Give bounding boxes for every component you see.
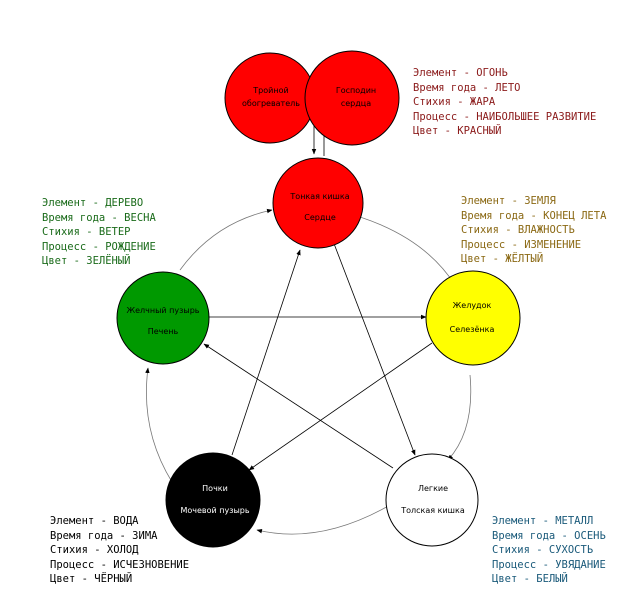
info-wood-line-1: Элемент - ДЕРЕВО <box>42 197 144 209</box>
gallbladder-label-1: Желчный пузырь <box>127 306 200 315</box>
small-intestine-circle <box>272 157 364 249</box>
triple-heater-label-1: Тройной <box>252 86 288 95</box>
info-water-line-5: Цвет - ЧЁРНЫЙ <box>50 573 133 585</box>
lungs-label-1: Легкие <box>418 484 448 493</box>
arc-earth-to-metal <box>447 374 472 461</box>
info-fire-line-4: Процесс - НАИБОЛЬШЕЕ РАЗВИТИЕ <box>413 110 597 123</box>
info-wood: Элемент - ДЕРЕВО Время года - ВЕСНА Стих… <box>42 196 156 269</box>
info-water-line-1: Элемент - ВОДА <box>50 515 139 527</box>
star-metal-to-wood <box>203 343 394 469</box>
node-kidneys: Почки Мочевой пузырь <box>165 452 261 548</box>
info-metal-line-3: Стихия - СУХОСТЬ <box>492 544 594 556</box>
info-wood-line-2: Время года - ВЕСНА <box>42 211 156 224</box>
info-water-line-4: Процесс - ИСЧЕЗНОВЕНИЕ <box>50 558 190 571</box>
info-wood-line-5: Цвет - ЗЕЛЁНЫЙ <box>42 255 131 267</box>
info-wood-line-4: Процесс - РОЖДЕНИЕ <box>42 240 156 253</box>
info-earth-line-2: Время года - КОНЕЦ ЛЕТА <box>461 209 607 222</box>
star-water-to-fire <box>231 249 301 456</box>
heart-master-label-2: сердца <box>341 99 371 108</box>
star-earth-to-water <box>248 342 433 471</box>
triple-heater-circle <box>224 52 316 144</box>
arc-wood-to-fire <box>179 208 273 271</box>
generating-cycle <box>145 208 472 535</box>
kidneys-label-2: Мочевой пузырь <box>180 506 249 515</box>
lungs-circle <box>385 453 479 547</box>
info-earth: Элемент - ЗЕМЛЯ Время года - КОНЕЦ ЛЕТА … <box>461 194 606 267</box>
kidneys-circle <box>165 452 261 548</box>
gallbladder-circle <box>116 271 210 365</box>
node-heart-master <box>304 50 400 146</box>
info-earth-line-5: Цвет - ЖЁЛТЫЙ <box>461 253 544 265</box>
node-lungs: Легкие Толская кишка <box>385 453 479 547</box>
stomach-label-1: Желудок <box>453 301 492 310</box>
info-water: Элемент - ВОДА Время года - ЗИМА Стихия … <box>50 514 189 587</box>
node-gallbladder: Желчный пузырь Печень <box>116 271 210 365</box>
small-intestine-label-1: Тонкая кишка <box>289 192 349 201</box>
heart-master-circle <box>304 50 400 146</box>
node-small-intestine: Тонкая кишка Сердце <box>272 157 364 249</box>
triple-heater-label-2: обогреватель <box>242 99 300 108</box>
info-metal-line-4: Процесс - УВЯДАНИЕ <box>492 558 606 571</box>
info-water-line-3: Стихия - ХОЛОД <box>50 544 139 556</box>
info-fire-line-2: Время года - ЛЕТО <box>413 81 521 94</box>
node-stomach: Желудок Селезёнка <box>425 270 521 366</box>
info-earth-line-4: Процесс - ИЗМЕНЕНИЕ <box>461 238 582 251</box>
info-metal: Элемент - МЕТАЛЛ Время года - ОСЕНЬ Стих… <box>492 514 606 587</box>
info-metal-line-2: Время года - ОСЕНЬ <box>492 529 606 542</box>
arc-metal-to-water <box>256 504 391 535</box>
small-intestine-label-2: Сердце <box>304 213 336 222</box>
lungs-label-2: Толская кишка <box>400 506 465 515</box>
node-triple-heater <box>224 52 316 144</box>
controlling-cycle <box>203 240 433 471</box>
info-fire-line-3: Стихия - ЖАРА <box>413 96 496 108</box>
gallbladder-label-2: Печень <box>148 327 179 336</box>
info-fire-line-5: Цвет - КРАСНЫЙ <box>413 125 502 137</box>
stomach-circle <box>425 270 521 366</box>
info-fire-line-1: Элемент - ОГОНЬ <box>413 67 508 79</box>
info-wood-line-3: Стихия - ВЕТЕР <box>42 226 131 238</box>
info-metal-line-5: Цвет - БЕЛЫЙ <box>492 573 568 585</box>
info-fire: Элемент - ОГОНЬ Время года - ЛЕТО Стихия… <box>413 66 596 139</box>
info-earth-line-3: Стихия - ВЛАЖНОСТЬ <box>461 224 575 236</box>
info-earth-line-1: Элемент - ЗЕМЛЯ <box>461 195 556 207</box>
arc-water-to-wood <box>145 367 173 483</box>
info-water-line-2: Время года - ЗИМА <box>50 529 158 542</box>
star-fire-to-metal <box>332 240 416 456</box>
stomach-label-2: Селезёнка <box>450 325 495 334</box>
info-metal-line-1: Элемент - МЕТАЛЛ <box>492 515 594 527</box>
heart-master-label-1: Господин <box>336 86 376 95</box>
kidneys-label-1: Почки <box>202 484 228 493</box>
